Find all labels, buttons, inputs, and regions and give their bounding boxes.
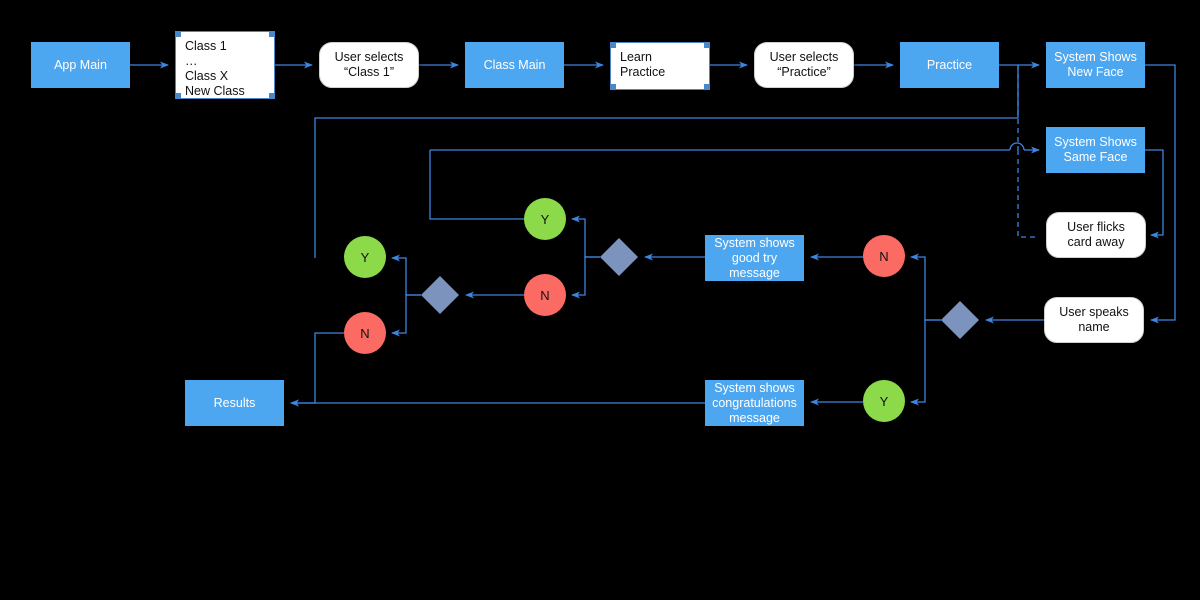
node-no-right[interactable]: N [863,235,905,277]
edge-decmid-ymid [571,215,600,258]
edge-nleft-results [290,332,344,407]
decision-mid[interactable] [600,238,638,276]
node-user-selects-class1-label: User selects “Class 1” [334,50,404,79]
node-yes-left-label: Y [360,249,370,265]
node-no-left-label: N [360,325,370,341]
node-practice-label: Practice [926,57,973,72]
node-yes-left[interactable]: Y [344,236,386,278]
node-user-flicks-card-away[interactable]: User flicks card away [1046,212,1146,258]
node-yes-mid[interactable]: Y [524,198,566,240]
diamond-icon [941,301,979,339]
diamond-icon [600,238,638,276]
diamond-icon [421,276,459,314]
decision-left[interactable] [421,276,459,314]
node-yes-right[interactable]: Y [863,380,905,422]
edge-dashed-to-flick [1017,150,1039,238]
decision-right[interactable] [941,301,979,339]
node-no-mid-label: N [540,287,550,303]
node-no-left[interactable]: N [344,312,386,354]
node-user-speaks-name-label: User speaks name [1059,305,1129,334]
node-system-shows-same-face-label: System Shows Same Face [1054,135,1137,164]
node-system-shows-good-try-label: System shows good try message [714,235,795,280]
edge-decright-y [910,319,941,406]
edge-decleft-nleft [391,294,421,337]
node-system-shows-new-face[interactable]: System Shows New Face [1046,42,1145,88]
node-user-speaks-name[interactable]: User speaks name [1044,297,1144,343]
node-class-main-label: Class Main [483,57,546,72]
node-results[interactable]: Results [185,380,284,426]
edge-newface-speaksname [1145,64,1176,324]
node-app-main[interactable]: App Main [31,42,130,88]
node-user-selects-class1[interactable]: User selects “Class 1” [319,42,419,88]
edge-yleft-practice [314,65,1019,258]
node-no-right-label: N [879,248,889,264]
node-learn-practice-label: Learn Practice [620,50,666,79]
node-class-list[interactable]: Class 1 … Class X New Class [175,31,275,99]
node-system-shows-congratulations-label: System shows congratulations message [712,380,797,425]
line-hop [1009,142,1025,151]
edge-ymid-return [429,150,524,220]
node-system-shows-good-try[interactable]: System shows good try message [705,235,804,281]
node-learn-practice[interactable]: Learn Practice [610,42,710,90]
node-system-shows-new-face-label: System Shows New Face [1054,50,1137,79]
node-class-main[interactable]: Class Main [465,42,564,88]
node-yes-mid-label: Y [540,211,550,227]
node-app-main-label: App Main [54,57,107,72]
node-user-selects-practice-label: User selects “Practice” [769,50,839,79]
node-user-flicks-card-away-label: User flicks card away [1067,220,1125,249]
node-user-selects-practice[interactable]: User selects “Practice” [754,42,854,88]
node-practice[interactable]: Practice [900,42,999,88]
edge-sameface-flickcard [1145,149,1164,239]
node-no-mid[interactable]: N [524,274,566,316]
node-yes-right-label: Y [879,393,889,409]
node-class-list-label: Class 1 … Class X New Class [185,39,245,98]
node-system-shows-same-face[interactable]: System Shows Same Face [1046,127,1145,173]
edge-decleft-yleft [391,254,421,296]
node-system-shows-congratulations[interactable]: System shows congratulations message [705,380,804,426]
edge-decmid-nmid [571,256,600,299]
node-results-label: Results [213,395,256,410]
edge-decright-n [910,253,941,321]
